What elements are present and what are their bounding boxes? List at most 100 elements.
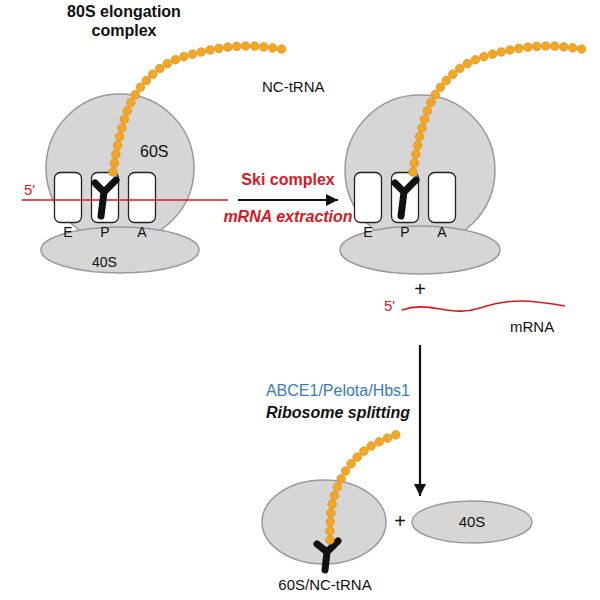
amino-acid-bead [412,150,421,159]
trna-site: E [54,172,82,240]
node-text: 40S [92,254,200,270]
subunit-shape [262,480,386,564]
site-shape [55,173,82,223]
amino-acid-bead [337,474,346,483]
amino-acid-bead [180,52,189,61]
amino-acid-bead [442,76,451,85]
node-outline [338,88,590,345]
end-label: 5' [24,181,35,198]
amino-acid-bead [577,45,586,54]
process-label: Ribosome splitting [266,404,410,422]
amino-acid-bead [427,98,436,107]
amino-acid-bead [197,48,206,57]
amino-acid-bead [328,500,337,509]
node-text: 60S [140,143,195,161]
amino-acid-bead [120,115,129,124]
amino-acid-bead [326,527,335,536]
mrna-strand [402,301,565,311]
subunit-shape [46,94,194,242]
subunit-shape [412,501,532,543]
amino-acid-bead [123,106,132,115]
amino-acid-bead [277,45,286,54]
amino-acid-bead [326,518,335,527]
process-label: Ski complex [241,171,334,189]
amino-acid-bead [415,132,424,141]
mrna-strand [22,199,228,201]
molecule-label: NC-tRNA [262,78,325,95]
amino-acid-bead [353,453,362,462]
amino-acid-bead [136,83,145,92]
node-text: A [128,224,156,240]
amino-acid-bead [326,536,335,545]
node-outline [45,93,195,243]
end-label: 5' [384,297,395,314]
amino-acid-bead [506,46,515,55]
amino-acid-bead [206,46,215,55]
node-text: P [91,224,119,240]
plus-sign: + [394,510,406,533]
amino-acid-bead [410,159,419,168]
process-arrow [419,345,421,496]
node-text: E [54,224,82,240]
amino-acid-bead [250,42,259,51]
plus-sign: + [414,278,426,301]
amino-acid-bead [497,48,506,57]
ribosome-complex: 60S 40S EPA 80S elongation complex [15,0,238,285]
process-arrow [238,199,338,201]
factor-label: ABCE1/Pelota/Hbs1 [266,382,410,400]
amino-acid-bead [268,44,277,53]
amino-acid-bead [375,438,384,447]
amino-acid-bead [131,90,140,99]
amino-acid-bead [367,442,376,451]
node-text: A [428,224,456,240]
node-text: 40S [411,513,533,530]
nascent-chain [109,42,586,545]
amino-acid-bead [115,132,124,141]
amino-acid-bead [541,42,550,51]
node-text: P [391,224,419,240]
amino-acid-bead [568,44,577,53]
amino-acid-bead [409,168,418,177]
amino-acid-bead [383,434,392,443]
amino-acid-bead [413,141,422,150]
trna-site: P [391,172,419,240]
amino-acid-bead [110,159,119,168]
site-shape [129,173,156,223]
amino-acid-bead [188,50,197,59]
amino-acid-bead [327,509,336,518]
amino-acid-bead [418,124,427,133]
process-label: mRNA extraction [223,208,352,226]
amino-acid-bead [463,59,472,68]
trna-site: A [428,172,456,240]
site-shape [429,173,456,223]
amino-acid-bead [171,55,180,64]
amino-acid-bead [455,64,464,73]
node-text: 60S/NC-tRNA [254,576,396,593]
amino-acid-bead [259,43,268,52]
large-subunit: 60S/NC-tRNA [254,472,396,596]
large-subunit: 60S [45,93,195,243]
amino-acid-bead [532,42,541,51]
trna-site: A [128,172,156,240]
amino-acid-bead [471,55,480,64]
amino-acid-bead [127,98,136,107]
amino-acid-bead [341,467,350,476]
amino-acid-bead [523,43,532,52]
amino-acid-bead [423,106,432,115]
amino-acid-bead [109,168,118,177]
ribosome-complex: EPA [338,88,590,345]
amino-acid-bead [559,43,568,52]
amino-acid-bead [142,76,151,85]
amino-acid-bead [215,44,224,53]
node-text: 80S elongation complex [59,2,189,40]
amino-acid-bead [448,70,457,79]
amino-acid-bead [118,124,127,133]
amino-acid-bead [436,83,445,92]
amino-acid-bead [113,141,122,150]
amino-acid-bead [480,52,489,61]
small-subunit: 40S [411,500,533,544]
amino-acid-bead [431,90,440,99]
site-shape [355,173,382,223]
site-shape [92,173,119,223]
